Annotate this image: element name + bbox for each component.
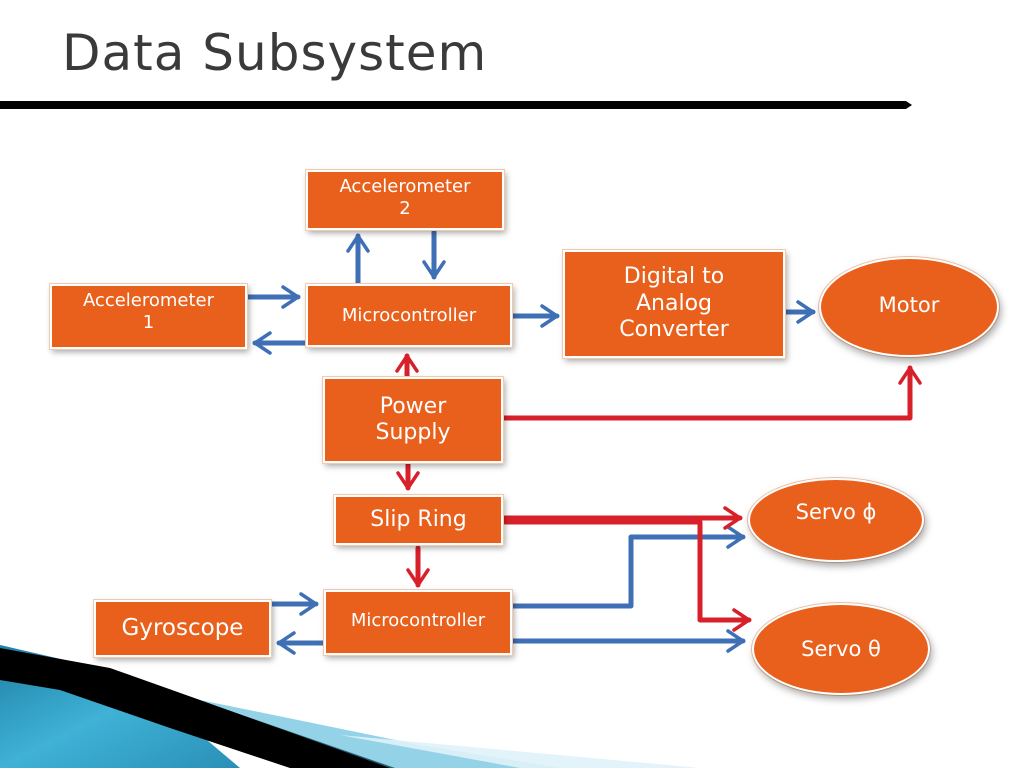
node-accelerometer-2-label: Accelerometer 2 [339, 176, 471, 219]
node-dac-label: Digital to Analog Converter [619, 264, 729, 343]
power-arrows [395, 353, 922, 632]
node-microcontroller-bottom: Microcontroller [323, 589, 513, 656]
node-dac: Digital to Analog Converter [562, 249, 786, 359]
arrow-power-to-motor [501, 365, 922, 421]
node-servo-theta-label: Servo θ [801, 637, 881, 661]
node-accelerometer-1: Accelerometer 1 [49, 283, 248, 350]
node-servo-phi: Servo ϕ [748, 478, 924, 562]
data-arrows [245, 229, 816, 655]
node-gyroscope: Gyroscope [93, 599, 272, 658]
node-slip-ring: Slip Ring [333, 494, 504, 546]
node-motor: Motor [819, 257, 999, 357]
node-servo-phi-label: Servo ϕ [795, 500, 877, 524]
node-slip-ring-label: Slip Ring [370, 506, 467, 532]
node-accelerometer-1-label: Accelerometer 1 [82, 290, 215, 333]
node-power-supply: Power Supply [322, 376, 504, 464]
arrow-mc-to-servo-phi [509, 525, 746, 609]
node-accelerometer-2: Accelerometer 2 [305, 169, 505, 231]
node-microcontroller-top: Microcontroller [305, 283, 513, 348]
node-microcontroller-bottom-label: Microcontroller [350, 610, 486, 631]
node-power-supply-label: Power Supply [375, 393, 451, 445]
node-microcontroller-top-label: Microcontroller [341, 304, 477, 326]
node-servo-theta: Servo θ [752, 603, 930, 695]
node-motor-label: Motor [878, 293, 940, 317]
title-underline [0, 101, 912, 109]
slide-title: Data Subsystem [62, 24, 488, 82]
arrow-slipring-to-servo-theta [502, 519, 752, 632]
node-gyroscope-label: Gyroscope [121, 614, 244, 641]
